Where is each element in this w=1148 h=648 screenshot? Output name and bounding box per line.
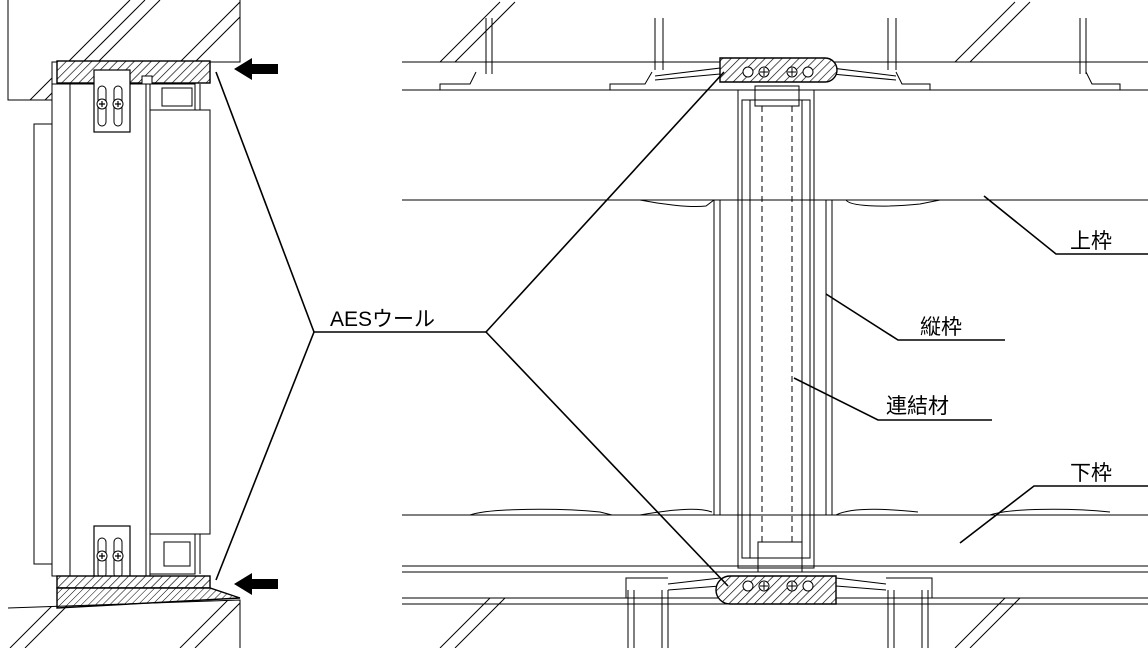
part-leader-lines — [793, 195, 1148, 544]
bottom-wool-strip — [56, 575, 211, 589]
top-wool-strip — [56, 60, 211, 84]
top-arrow-icon — [234, 58, 278, 80]
label-vertical-frame: 縦枠 — [920, 316, 962, 339]
upper-horizontal-frame — [402, 199, 1148, 208]
bottom-arrow-icon — [234, 573, 278, 595]
wool-leader-lines — [215, 71, 729, 587]
upper-wall-plan — [439, 1, 1031, 63]
label-aes-wool: AESウール — [330, 308, 435, 331]
label-top-frame: 上枠 — [1070, 230, 1112, 253]
top-pad-screws — [742, 66, 814, 78]
left-section-detail — [7, 0, 278, 648]
right-plan-detail — [402, 1, 1148, 648]
bottom-pad-screws — [742, 580, 814, 592]
vertical-frame — [737, 85, 815, 573]
lower-wall — [7, 599, 241, 648]
label-connector: 連結材 — [886, 395, 949, 418]
sash-profile — [33, 83, 211, 577]
upper-wall — [7, 0, 241, 101]
lower-horizontal-frame — [402, 508, 1148, 516]
label-bottom-frame: 下枠 — [1070, 462, 1112, 485]
top-fastener — [93, 69, 153, 133]
connector-dashed — [761, 106, 793, 542]
side-frames — [713, 200, 833, 515]
bottom-sill — [56, 587, 241, 609]
bottom-wool-pad — [715, 575, 837, 605]
top-wool-pad — [719, 57, 838, 83]
